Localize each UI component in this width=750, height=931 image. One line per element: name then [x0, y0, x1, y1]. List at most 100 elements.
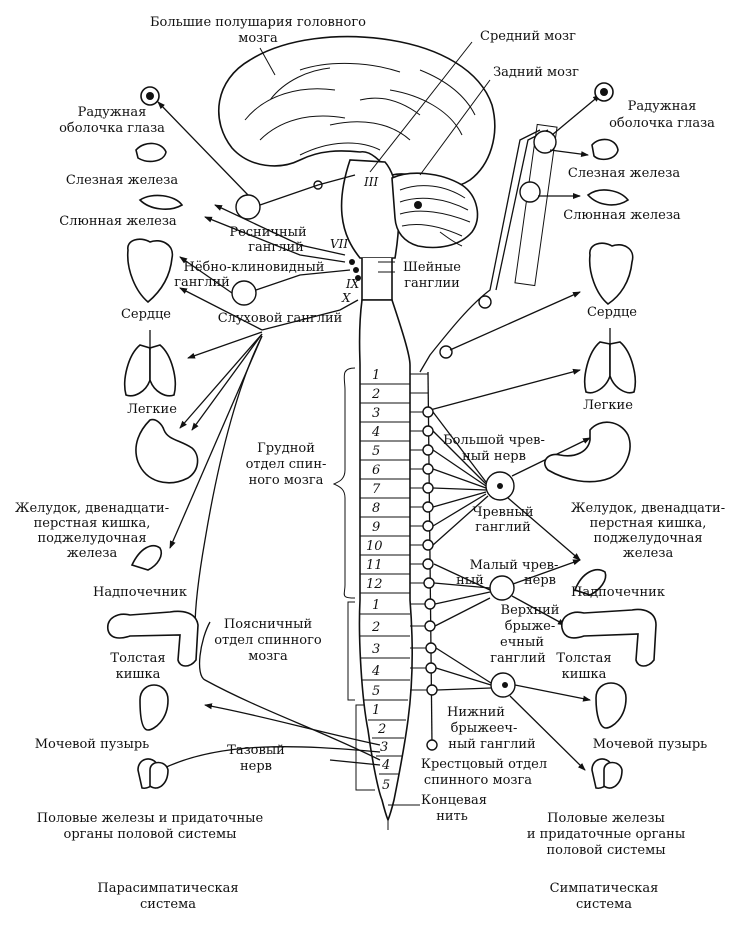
- stomach-right-label-1: Желудок, двенадцати-: [571, 501, 725, 516]
- lungs-left-label: Легкие: [127, 402, 177, 417]
- segment-s5: 5: [382, 778, 390, 793]
- sacral-label-2: спинного мозга: [424, 773, 532, 788]
- segment-s1: 1: [372, 703, 380, 718]
- segment-s3: 3: [380, 740, 388, 755]
- sup-mesenteric-label-1: Верхний: [501, 603, 560, 618]
- heart-left-label: Сердце: [121, 307, 171, 322]
- cervical-label-1: Шейные: [403, 260, 461, 275]
- cranial-nerve-ix: IX: [345, 277, 360, 291]
- segment-s2: 2: [377, 722, 386, 737]
- ciliary-label-2: ганглий: [248, 240, 304, 255]
- superior-mesenteric-circle: [489, 575, 515, 601]
- pelvic-label-2: нерв: [240, 759, 272, 774]
- inf-mesenteric-label-1: Нижний: [447, 705, 505, 720]
- gonads-left-label-2: органы половой системы: [64, 827, 237, 842]
- sup-mesenteric-label-2: брыже-: [505, 619, 556, 634]
- gonads-right-label-1: Половые железы: [547, 811, 665, 826]
- salivary-left-icon: [138, 194, 184, 210]
- inf-mesenteric-label-2: брыжееч-: [451, 721, 518, 736]
- parasympathetic-pathways: [157, 101, 381, 771]
- lacrimal-left-label: Слезная железа: [66, 173, 178, 188]
- lungs-left-icon: [124, 330, 176, 397]
- cranial-nerve-vii: VII: [330, 237, 348, 251]
- pelvic-label-1: Тазовый: [227, 743, 285, 758]
- lungs-right-icon: [584, 328, 636, 394]
- iris-left-label-2: оболочка глаза: [59, 121, 165, 136]
- segment-t1: 1: [372, 368, 380, 383]
- adrenal-right-label: Надпочечник: [571, 585, 665, 600]
- parasympathetic-title-1: Парасимпатическая: [97, 881, 238, 896]
- cord-brackets: [332, 367, 375, 791]
- colon-right-label-1: Толстая: [556, 651, 611, 666]
- stomach-right-icon: [544, 421, 631, 483]
- salivary-left-label: Слюнная железа: [59, 214, 177, 229]
- cerebrum-label-1: Большие полушария головного: [150, 15, 366, 30]
- ciliary-ganglion-circle: [235, 194, 261, 220]
- segment-t8: 8: [372, 501, 380, 516]
- cerebrum-label-2: мозга: [238, 31, 278, 46]
- segment-t6: 6: [372, 463, 380, 478]
- lacrimal-right-label: Слезная железа: [568, 166, 680, 181]
- cranial-nerve-iii: III: [363, 175, 378, 189]
- brain-drawing: [218, 35, 496, 301]
- leader-lines: [259, 41, 491, 273]
- heart-right-icon: [588, 242, 634, 305]
- celiac-label-2: ганглий: [475, 520, 531, 535]
- colon-left-icon: [107, 610, 199, 667]
- pterygopalatine-label-2: ганглий: [174, 275, 230, 290]
- sacral-numbers: 1 2 3 4 5: [372, 703, 390, 793]
- gonads-right-label-2: и придаточные органы: [527, 827, 685, 842]
- segment-t2: 2: [371, 387, 380, 402]
- greater-splanchnic-label-1: Большой чрев-: [443, 433, 545, 448]
- segment-l5: 5: [372, 684, 380, 699]
- bladder-left-label: Мочевой пузырь: [35, 737, 150, 752]
- segment-l1: 1: [372, 598, 380, 613]
- pterygopalatine-label-1: Нёбно-клиновидный: [184, 260, 325, 275]
- otic-ganglion-circle: [231, 280, 257, 306]
- lacrimal-left-icon: [135, 142, 167, 163]
- heart-left-icon: [126, 238, 174, 304]
- sympathetic-title-1: Симпатическая: [550, 881, 659, 896]
- thoracic-label-2: отдел спин-: [246, 457, 327, 472]
- lesser-splanchnic-label-2: ный: [456, 573, 484, 588]
- iris-left-label-1: Радужная: [78, 105, 147, 120]
- thoracic-label-1: Грудной: [257, 441, 315, 456]
- middle-cervical-ganglion: [519, 181, 541, 203]
- stomach-left-label-2: перстная кишка,: [34, 516, 151, 531]
- stomach-left-label-3: поджелудочная: [37, 531, 146, 546]
- sympathetic-title-2: система: [576, 897, 632, 912]
- stomach-left-label-1: Желудок, двенадцати-: [15, 501, 169, 516]
- segment-t11: 11: [366, 558, 383, 573]
- stomach-left-icon: [135, 418, 199, 484]
- text-labels: Большие полушария головного мозга Средни…: [15, 15, 725, 912]
- segment-t4: 4: [371, 425, 380, 440]
- filum-label-2: нить: [436, 809, 468, 824]
- gonads-left-label-1: Половые железы и придаточные: [37, 811, 264, 826]
- gonads-left-icon: [137, 758, 169, 789]
- salivary-right-label: Слюнная железа: [563, 208, 681, 223]
- colon-right-label-2: кишка: [562, 667, 607, 682]
- thoracic-label-3: ного мозга: [249, 473, 324, 488]
- sympathetic-pathways: [410, 94, 601, 771]
- colon-left-label-2: кишка: [116, 667, 161, 682]
- adrenal-right-icon: [573, 568, 607, 596]
- lacrimal-right-icon: [591, 138, 619, 161]
- gonads-right-label-3: половой системы: [546, 843, 665, 858]
- iris-right-label-2: оболочка глаза: [609, 116, 715, 131]
- segment-t9: 9: [372, 520, 380, 535]
- sup-mesenteric-label-3: ечный: [500, 635, 544, 650]
- segment-t10: 10: [366, 539, 383, 554]
- lumbar-label-2: отдел спинного: [214, 633, 322, 648]
- filum-label-1: Концевая: [421, 793, 487, 808]
- adrenal-left-label: Надпочечник: [93, 585, 187, 600]
- adrenal-left-icon: [130, 544, 163, 571]
- lungs-right-label: Легкие: [583, 398, 633, 413]
- segment-l2: 2: [371, 620, 380, 635]
- segment-t5: 5: [372, 444, 380, 459]
- cervical-label-2: ганглии: [404, 276, 460, 291]
- segment-t12: 12: [366, 577, 383, 592]
- hindbrain-label: Задний мозг: [493, 65, 579, 80]
- lumbar-numbers: 1 2 3 4 5: [371, 598, 380, 699]
